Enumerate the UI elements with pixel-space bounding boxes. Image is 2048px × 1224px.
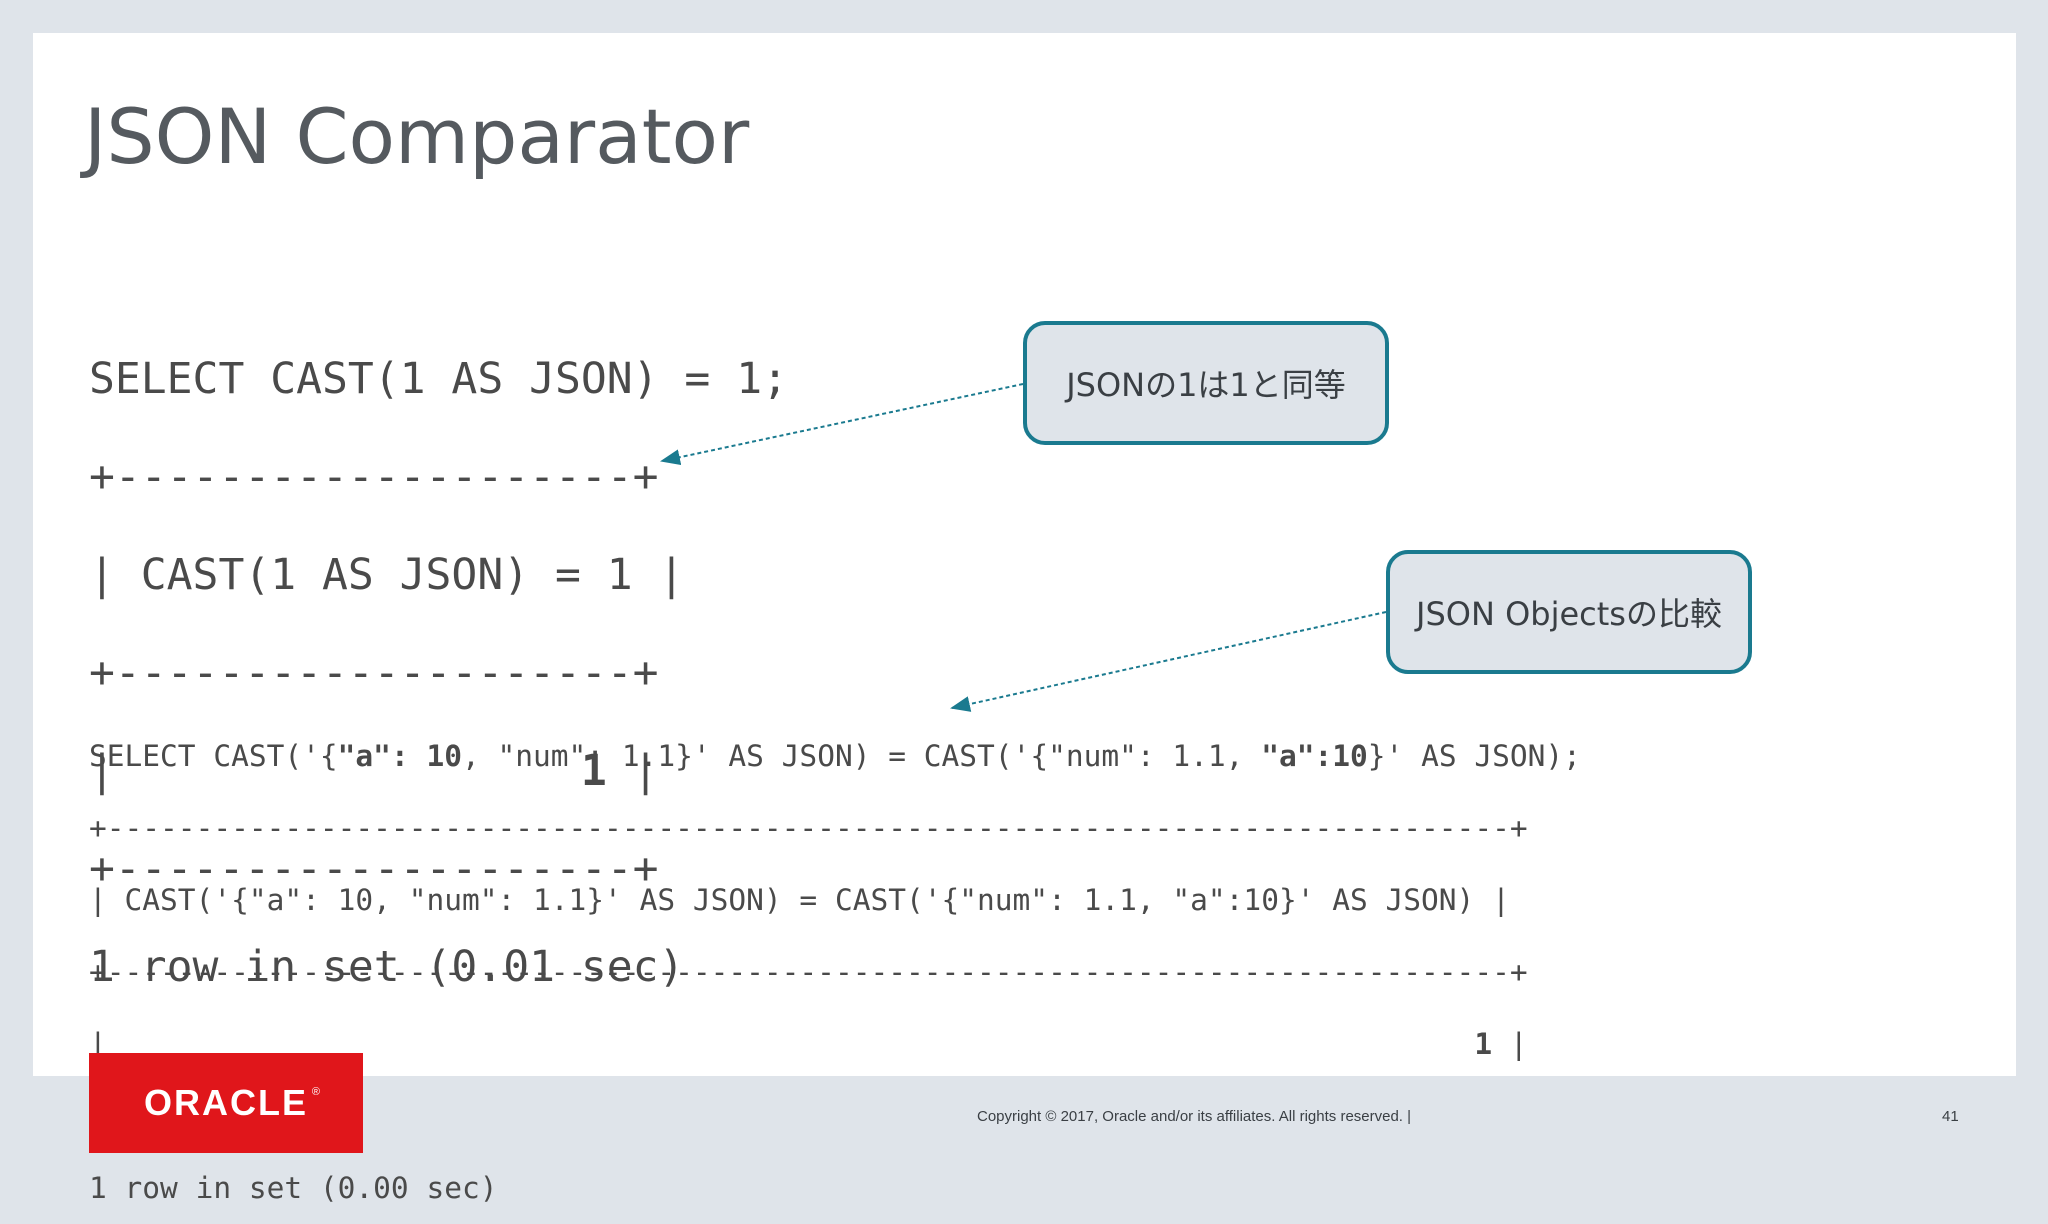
arrow-to-second-query [950, 611, 1387, 712]
oracle-wordmark: ORACLE [144, 1082, 308, 1123]
callout-json-equality: JSONの1は1と同等 [1023, 321, 1389, 445]
callout-arrows [660, 383, 1387, 712]
query1-border-mid: +--------------------+ [89, 648, 659, 698]
query2-sql-part: }' AS JSON); [1367, 739, 1581, 773]
query1-header: | CAST(1 AS JSON) = 1 | [89, 550, 685, 600]
query2-border-mid: +---------------------------------------… [89, 955, 1528, 989]
callout-json-objects: JSON Objectsの比較 [1386, 550, 1752, 674]
query2-sql-part: SELECT CAST('{ [89, 739, 338, 773]
query1-sql: SELECT CAST(1 AS JSON) = 1; [89, 354, 788, 404]
query2-header: | CAST('{"a": 10, "num": 1.1}' AS JSON) … [89, 883, 1510, 917]
result-value: 1 [580, 746, 607, 796]
oracle-logo: ORACLE® [89, 1053, 363, 1153]
query1-block: SELECT CAST(1 AS JSON) = 1; +------------… [89, 330, 788, 1016]
query1-border-top: +--------------------+ [89, 452, 659, 502]
query2-result: | 1 | [89, 1027, 1528, 1061]
query2-sql-part: , "num": 1.1}' AS JSON) = CAST('{"num": … [461, 739, 1262, 773]
query1-status: 1 row in set (0.01 sec) [89, 942, 685, 992]
page-number: 41 [1942, 1108, 1959, 1125]
query2-sql-bold: "a":10 [1261, 739, 1368, 773]
query1-result: | 1 | [89, 746, 659, 796]
query2-border-top: +---------------------------------------… [89, 811, 1528, 845]
arrow-to-first-result [660, 383, 1024, 466]
query2-sql: SELECT CAST('{"a": 10, "num": 1.1}' AS J… [89, 720, 1581, 792]
result-value: 1 [1474, 1027, 1493, 1061]
registered-mark: ® [311, 1086, 322, 1098]
query2-sql-bold: "a": 10 [337, 739, 462, 773]
query1-border-bottom: +--------------------+ [89, 844, 659, 894]
slide-title: JSON Comparator [84, 92, 750, 181]
query2-status: 1 row in set (0.00 sec) [89, 1171, 498, 1205]
oracle-logo-text: ORACLE® [144, 1082, 320, 1124]
copyright-notice: Copyright © 2017, Oracle and/or its affi… [977, 1108, 1412, 1125]
